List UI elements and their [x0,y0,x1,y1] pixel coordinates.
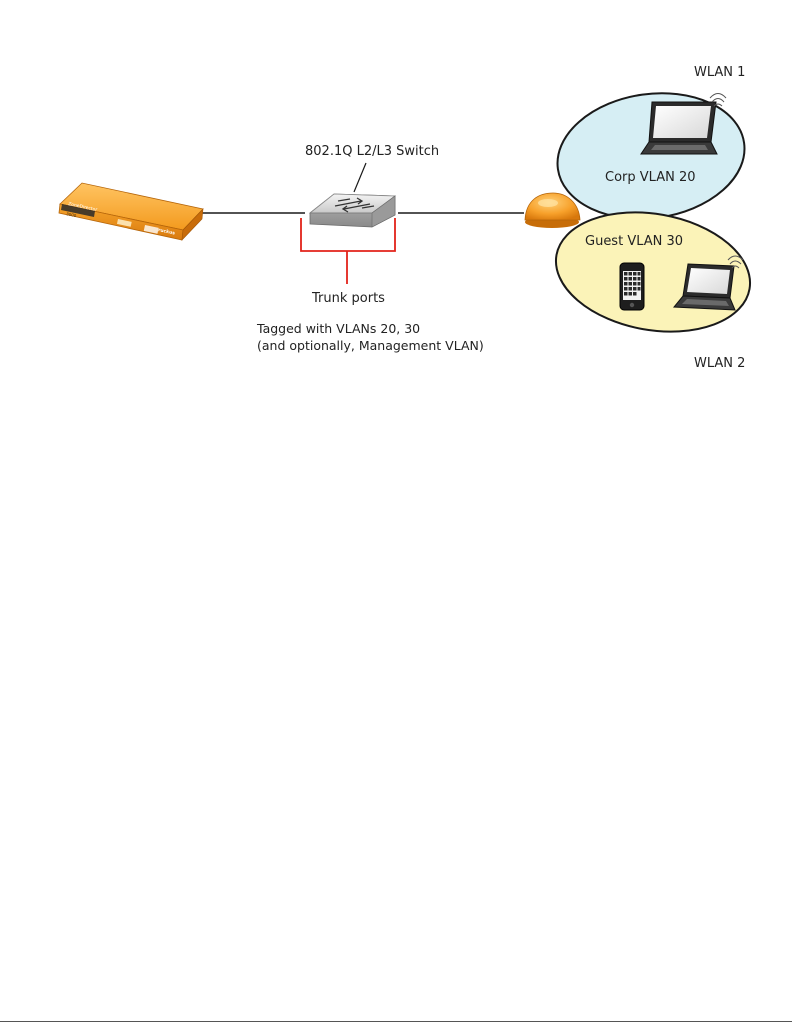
switch-label: 802.1Q L2/L3 Switch [305,144,439,159]
access-point [524,192,581,228]
l2-l3-switch [308,193,397,228]
management-vlan-note: (and optionally, Management VLAN) [257,338,484,353]
zonedirector-controller: ZoneDirector 3000 ruckus [58,182,204,241]
guest-vlan-label: Guest VLAN 30 [585,234,683,249]
corp-laptop-icon [640,93,727,155]
switch-label-pointer [353,162,367,193]
guest-smartphone-icon [619,262,645,311]
wlan1-label: WLAN 1 [694,65,745,80]
trunk-ports-label: Trunk ports [311,291,385,306]
switch-arrows-icon [334,197,375,213]
wlan2-label: WLAN 2 [694,356,745,371]
corp-wifi-signal-icon [709,93,727,107]
page-bottom-rule [0,1021,792,1022]
guest-wifi-signal-icon [727,255,744,269]
corp-vlan-bubble [556,92,746,220]
corp-vlan-label: Corp VLAN 20 [605,170,696,185]
controller-logo-text: ruckus [158,227,176,236]
tagged-vlans-label: Tagged with VLANs 20, 30 [256,321,420,336]
guest-laptop-icon [672,255,744,311]
controller-model-text: 3000 [66,211,77,218]
trunk-ports-bracket [300,218,396,284]
